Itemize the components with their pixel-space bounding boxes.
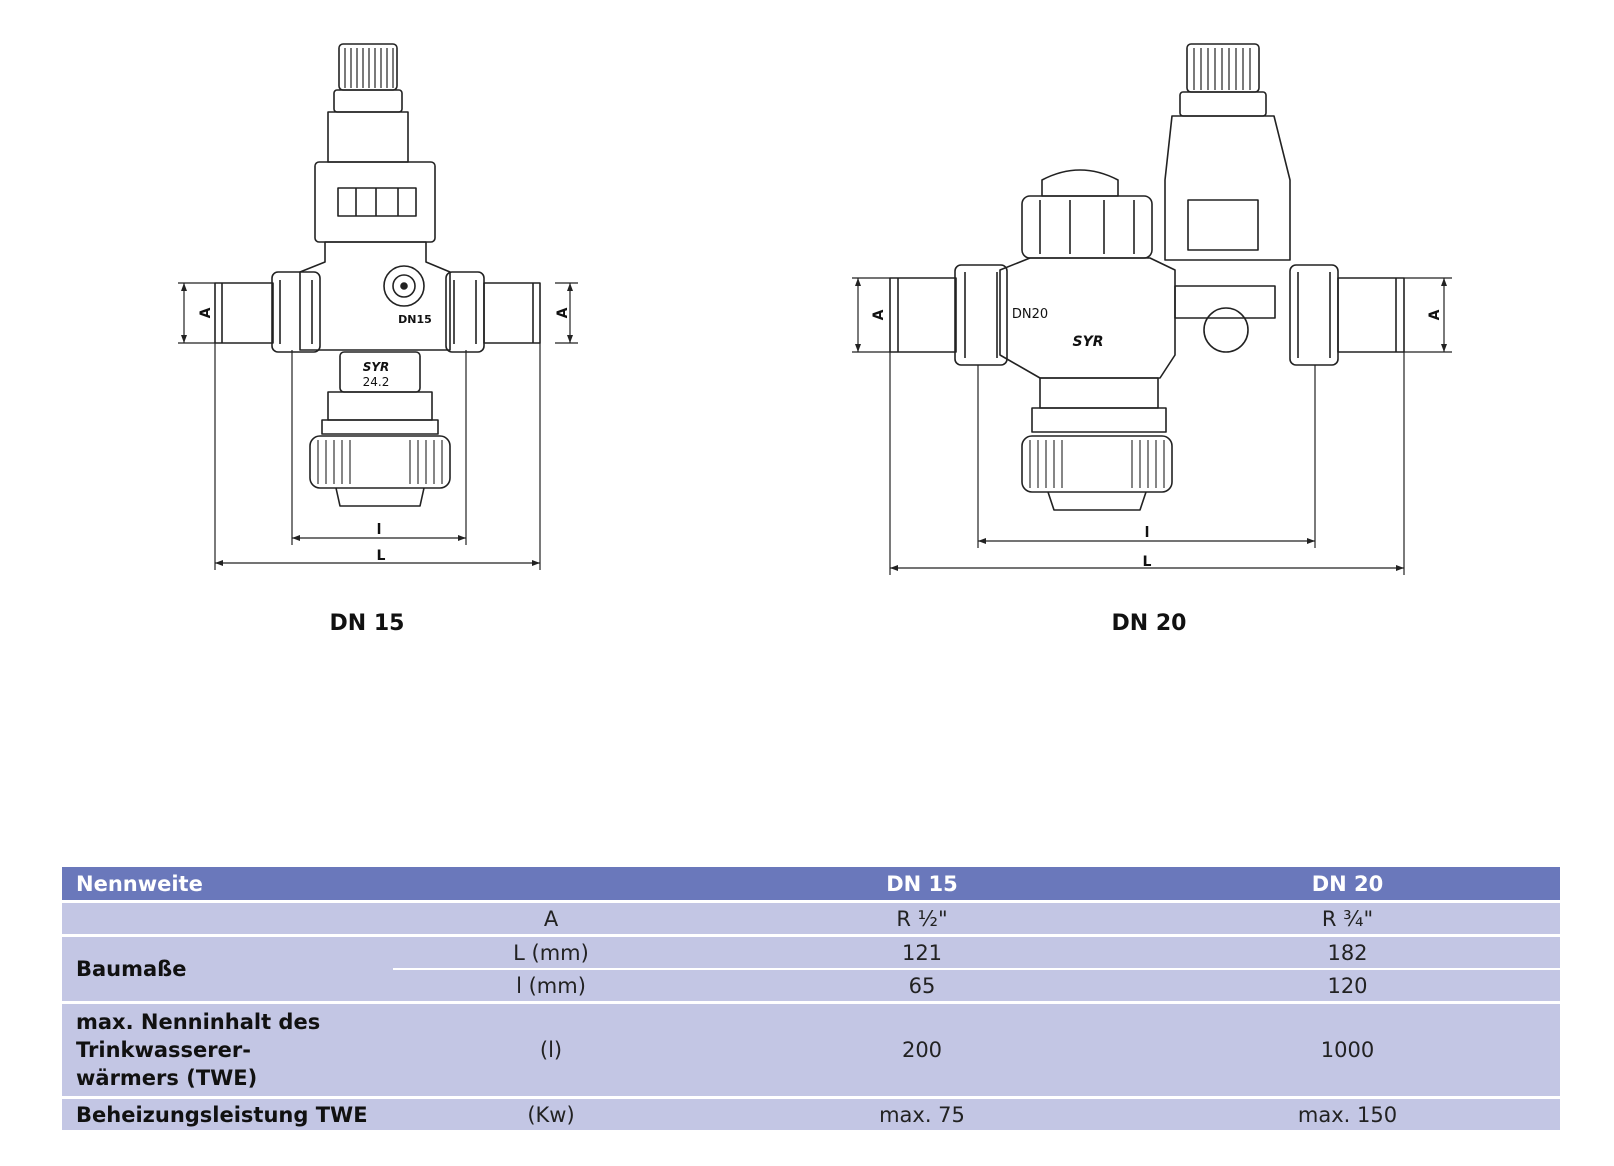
header-empty <box>393 867 709 900</box>
row-dn15: max. 75 <box>709 1096 1135 1130</box>
dn20-dim-a-right: A <box>1427 309 1443 320</box>
dn15-valve-drawing <box>178 43 578 570</box>
dn20-body-label: DN20 <box>1012 307 1048 322</box>
dn15-badge-value: 24.2 <box>363 375 390 389</box>
row-param: l (mm) <box>393 968 709 1001</box>
group-line: Trinkwasserer- <box>76 1038 251 1062</box>
header-dn15: DN 15 <box>709 867 1135 900</box>
dn15-dim-l-small: l <box>377 522 382 538</box>
row-dn20: R ¾" <box>1135 900 1560 934</box>
row-dn15: 121 <box>709 934 1135 968</box>
dn20-dim-l-small: l <box>1145 525 1150 541</box>
header-nennweite: Nennweite <box>62 867 393 900</box>
row-dn20: 120 <box>1135 968 1560 1001</box>
table-row: max. Nenninhalt des Trinkwasserer- wärme… <box>62 1001 1560 1096</box>
table-row: Beheizungsleistung TWE (Kw) max. 75 max.… <box>62 1096 1560 1130</box>
row-dn20: max. 150 <box>1135 1096 1560 1130</box>
dn20-dim-l-big: L <box>1143 554 1152 570</box>
group-line: max. Nenninhalt des <box>76 1010 321 1034</box>
row-group-nenninhalt: max. Nenninhalt des Trinkwasserer- wärme… <box>62 1001 393 1096</box>
row-dn15: 200 <box>709 1001 1135 1096</box>
dn20-logo: SYR <box>1072 334 1103 350</box>
header-dn20: DN 20 <box>1135 867 1560 900</box>
row-dn20: 1000 <box>1135 1001 1560 1096</box>
row-dn15: 65 <box>709 968 1135 1001</box>
row-param: (Kw) <box>393 1096 709 1130</box>
spec-table: Nennweite DN 15 DN 20 A R ½" R ¾" Baumaß… <box>62 867 1560 1130</box>
table-header-row: Nennweite DN 15 DN 20 <box>62 867 1560 900</box>
dn15-caption: DN 15 <box>329 611 405 636</box>
row-param: (l) <box>393 1001 709 1096</box>
row-group-baumasse: Baumaße <box>62 934 393 1001</box>
table-row: Baumaße L (mm) 121 182 <box>62 934 1560 1001</box>
group-line: wärmers (TWE) <box>76 1066 258 1090</box>
row-dn15: R ½" <box>709 900 1135 934</box>
row-group <box>62 900 393 934</box>
technical-drawings: A A l L DN15 SYR 24.2 A A l L DN20 SYR <box>178 43 1452 575</box>
dn15-dim-l-big: L <box>377 548 386 564</box>
row-param: A <box>393 900 709 934</box>
dn15-body-label: DN15 <box>398 313 432 326</box>
row-param: L (mm) <box>393 934 709 968</box>
table-row: l (mm) 65 120 <box>62 968 1560 1001</box>
dn15-dim-a-left: A <box>198 307 214 318</box>
dn20-valve-drawing <box>852 43 1452 575</box>
table-row: A R ½" R ¾" <box>62 900 1560 934</box>
dn20-dim-a-left: A <box>871 309 887 320</box>
dn15-dim-a-right: A <box>555 307 571 318</box>
dn20-caption: DN 20 <box>1111 611 1187 636</box>
row-dn20: 182 <box>1135 934 1560 968</box>
dn15-logo: SYR <box>363 360 390 374</box>
row-group: Beheizungsleistung TWE <box>62 1096 393 1130</box>
